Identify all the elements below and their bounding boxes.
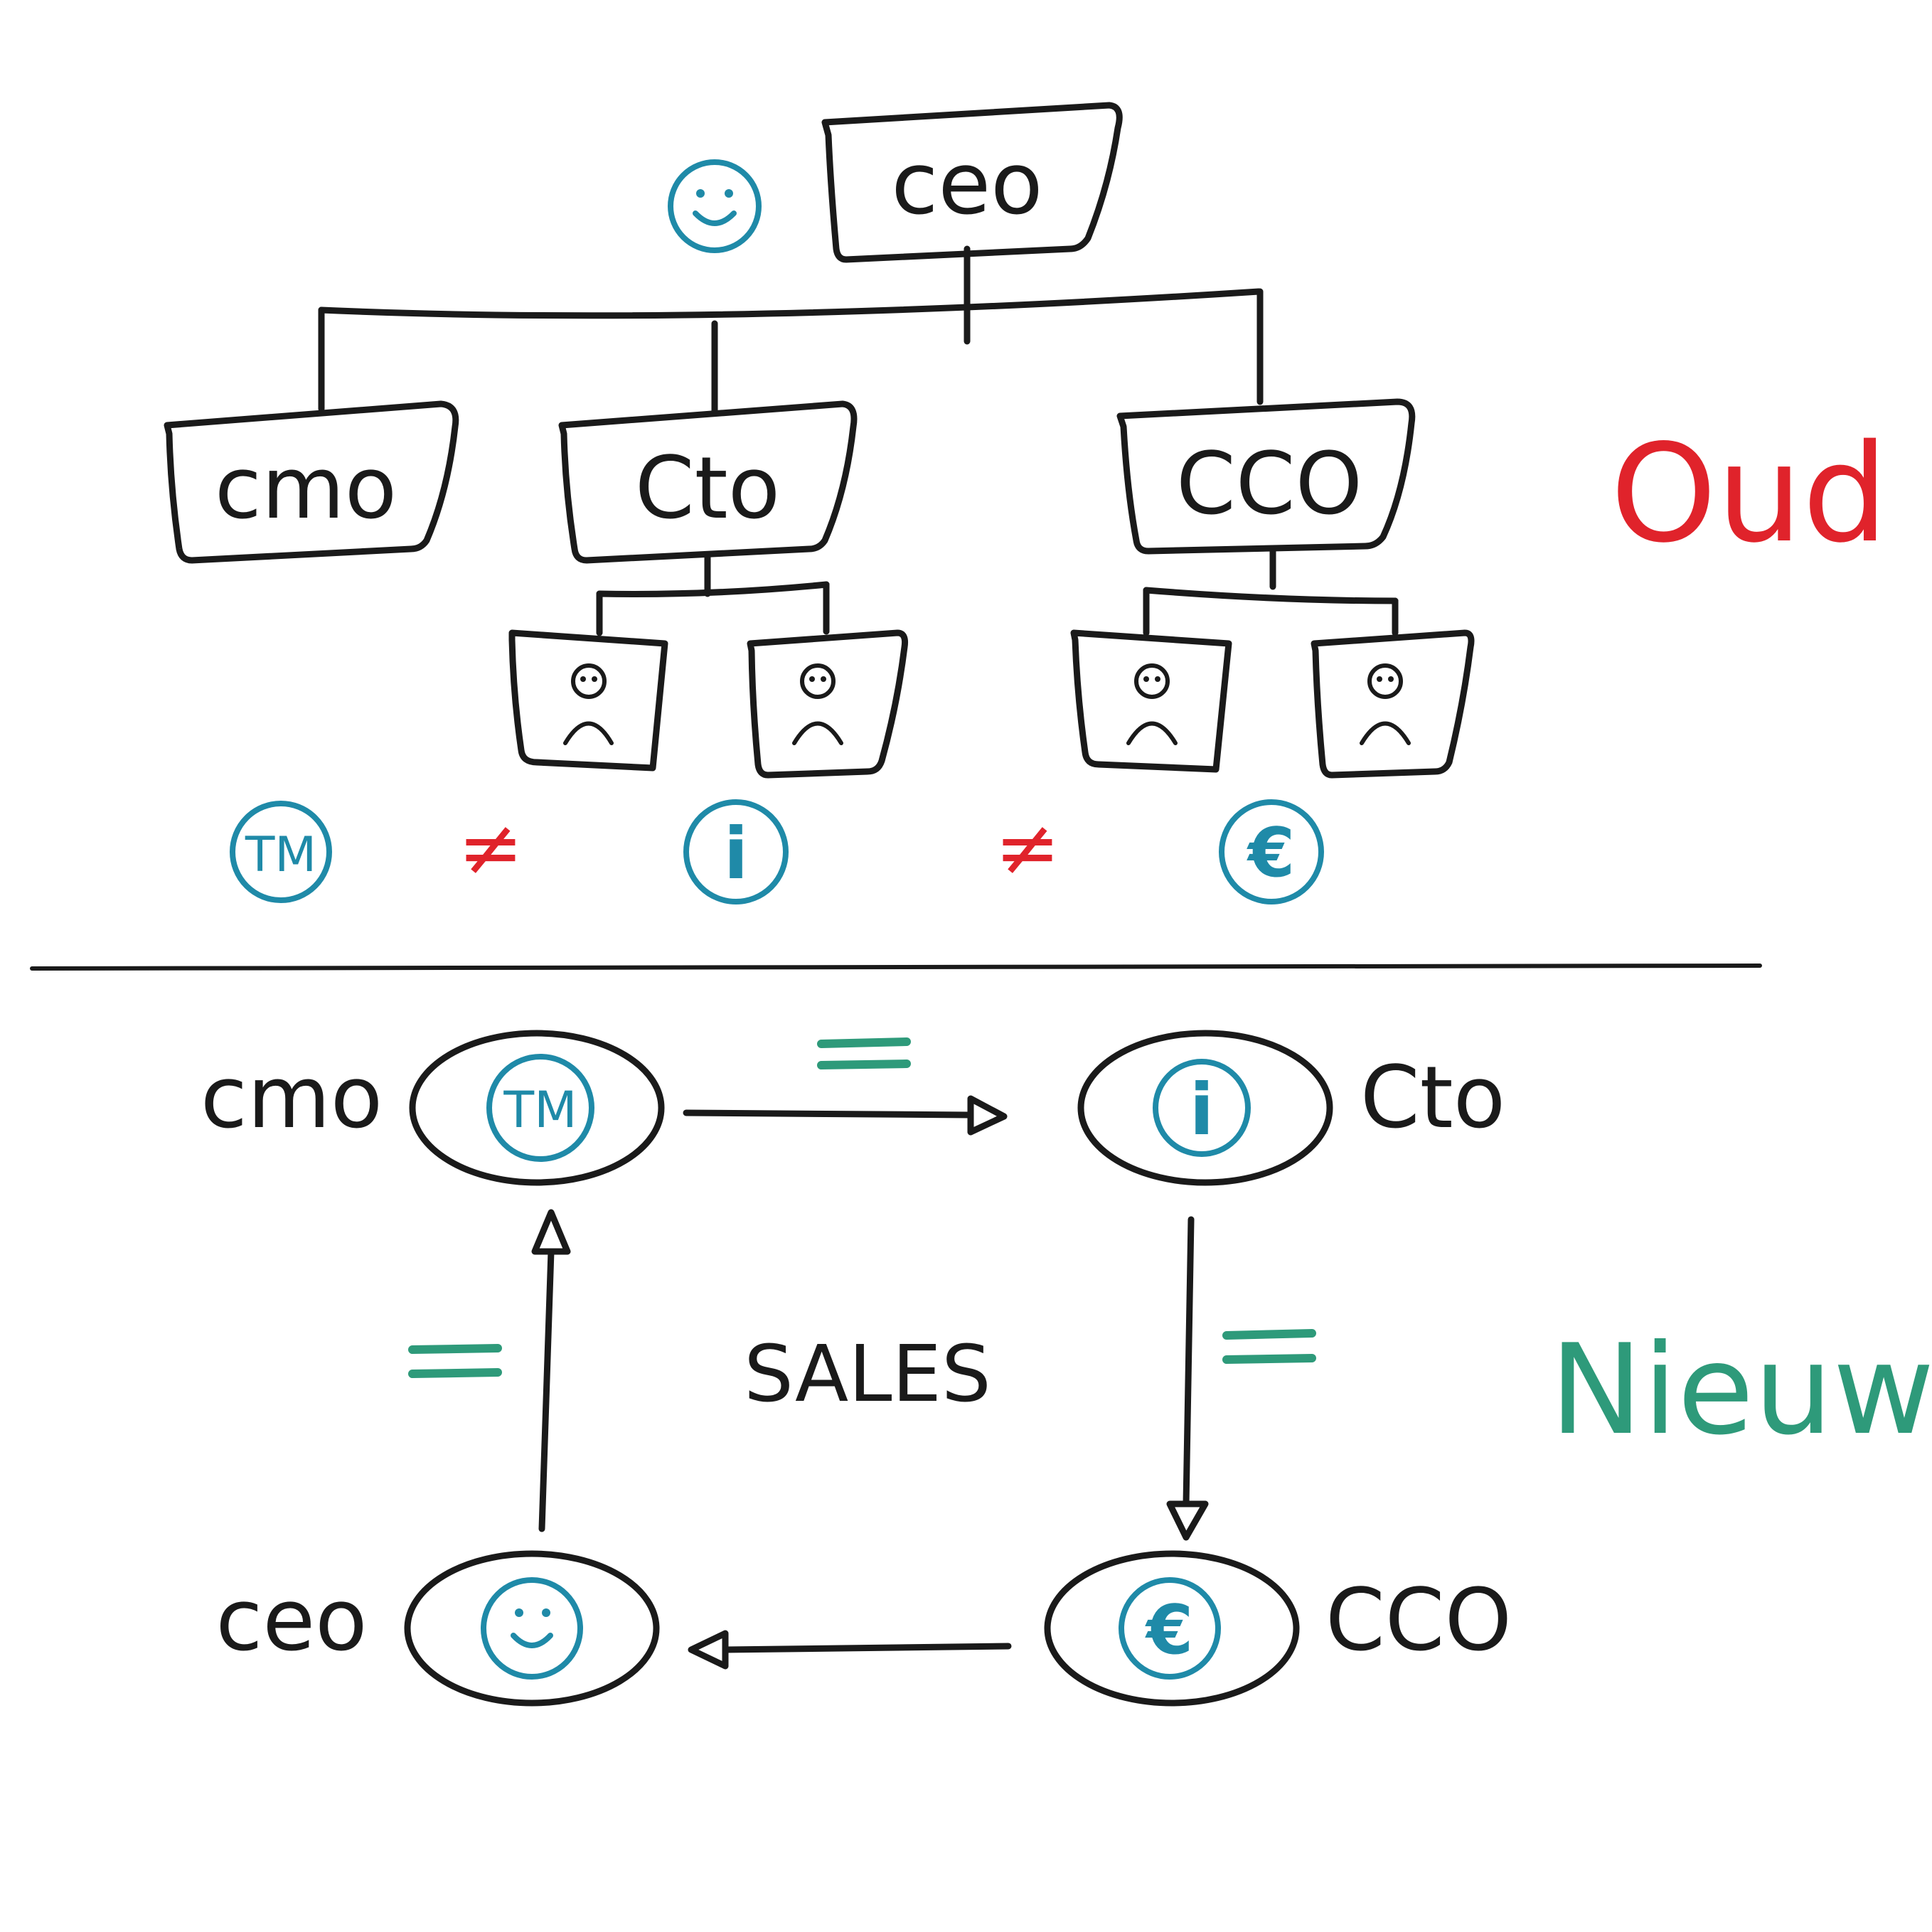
old-cto-subtree [596, 553, 830, 636]
equal-sign [1222, 1329, 1316, 1364]
old-cmo-label: cmo [215, 439, 397, 538]
employee-box [747, 629, 908, 779]
trademark-icon: TM [230, 801, 332, 903]
arrow-cto-to-cco [1166, 1216, 1209, 1541]
heading-oud: Oud [1611, 415, 1889, 572]
sad-face-icon [563, 663, 614, 745]
employee-box [1070, 629, 1232, 773]
euro-icon: € [1219, 799, 1324, 904]
old-cto-label: Cto [635, 439, 780, 538]
new-cmo-label: cmo [201, 1049, 383, 1148]
equal-sign [817, 1037, 911, 1069]
smiley-icon [481, 1577, 583, 1680]
info-icon: i [1153, 1059, 1251, 1157]
svg-text:TM: TM [245, 827, 316, 883]
smiley-icon [668, 159, 762, 253]
svg-text:TM: TM [503, 1081, 577, 1139]
old-cco-box: CCO [1116, 398, 1416, 555]
info-icon: i [683, 799, 789, 904]
old-cco-label: CCO [1176, 435, 1362, 534]
new-cto-label: Cto [1360, 1049, 1505, 1148]
not-equal-sign: ≠ [458, 802, 523, 893]
new-cco-node: € [1044, 1550, 1300, 1707]
arrow-cco-to-ceo [688, 1630, 1012, 1670]
equal-sign [408, 1344, 502, 1378]
not-equal-sign: ≠ [995, 802, 1060, 893]
old-cmo-box: cmo [164, 400, 459, 564]
sad-face-icon [1360, 663, 1411, 745]
sad-face-icon [1126, 663, 1178, 745]
arrow-ceo-to-cmo [531, 1209, 571, 1532]
svg-text:€: € [1145, 1591, 1193, 1670]
old-ceo-box: ceo [821, 102, 1123, 263]
employee-box [1311, 629, 1475, 779]
new-cmo-node: TM [409, 1030, 665, 1186]
new-cco-label: CCO [1325, 1571, 1512, 1670]
svg-text:i: i [1190, 1068, 1214, 1151]
euro-icon: € [1119, 1577, 1221, 1680]
employee-box [508, 629, 668, 772]
new-ceo-node [404, 1550, 660, 1707]
sad-face-icon [792, 663, 843, 745]
old-tree-connectors [318, 245, 1264, 415]
divider [30, 964, 1762, 971]
old-cto-box: Cto [558, 400, 858, 564]
trademark-icon: TM [486, 1054, 594, 1162]
heading-nieuw: Nieuw [1549, 1318, 1932, 1463]
arrow-cmo-to-cto [683, 1095, 1008, 1136]
new-ceo-label: ceo [215, 1571, 367, 1670]
svg-text:i: i [724, 812, 748, 895]
center-sales-label: SALES [744, 1328, 991, 1419]
new-cto-node: i [1077, 1030, 1333, 1186]
old-cco-subtree [1143, 548, 1399, 636]
svg-text:€: € [1247, 814, 1295, 892]
old-ceo-label: ceo [891, 135, 1042, 234]
